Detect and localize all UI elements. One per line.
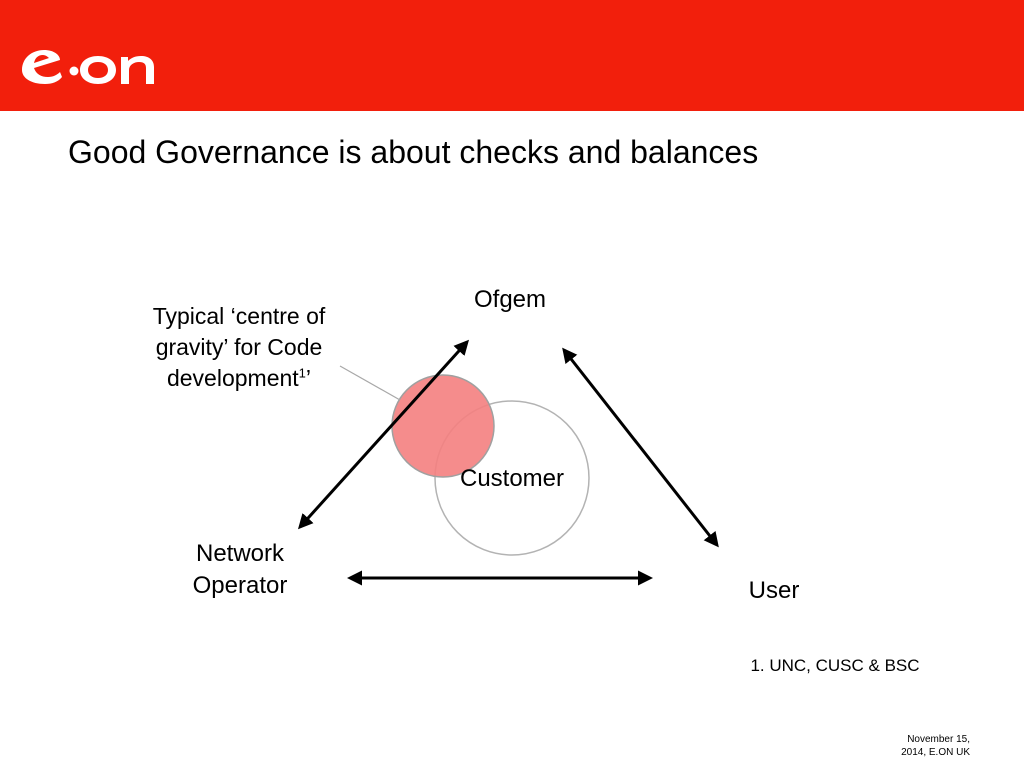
node-network-operator: Network Operator: [160, 538, 320, 602]
header-bar: [0, 0, 1024, 111]
eon-logo: [22, 50, 154, 84]
centre-of-gravity-circle: [391, 374, 495, 478]
footer-date: November 15, 2014, E.ON UK: [901, 734, 970, 758]
callout-leader-line: [339, 365, 401, 401]
callout-footnote-marker: 1: [298, 365, 306, 381]
callout-text: Typical ‘centre of gravity’ for Code dev…: [152, 303, 326, 391]
centre-of-gravity-callout: Typical ‘centre of gravity’ for Code dev…: [132, 301, 346, 394]
node-network-operator-label: Network Operator: [192, 540, 288, 599]
node-user: User: [748, 577, 800, 604]
arrow-ofgem-network-operator: [297, 339, 470, 530]
footnote: 1. UNC, CUSC & BSC: [750, 656, 920, 675]
node-ofgem: Ofgem: [473, 286, 547, 313]
node-customer: Customer: [459, 465, 565, 492]
arrow-ofgem-user: [562, 347, 719, 548]
slide-title: Good Governance is about checks and bala…: [68, 134, 759, 170]
callout-closing-quote: ’: [305, 365, 312, 391]
